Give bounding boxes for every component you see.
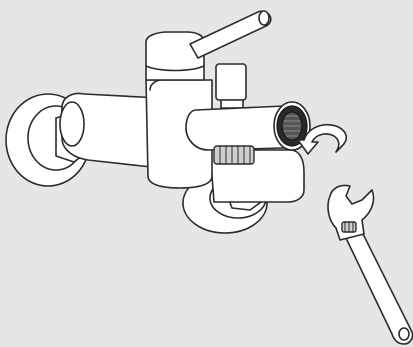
lever-handle [190,11,271,58]
diverter-knob [216,64,246,108]
threaded-connector [214,146,254,164]
adjustable-wrench-icon [328,185,413,344]
left-arm [60,94,160,168]
lever-cap [146,32,204,80]
